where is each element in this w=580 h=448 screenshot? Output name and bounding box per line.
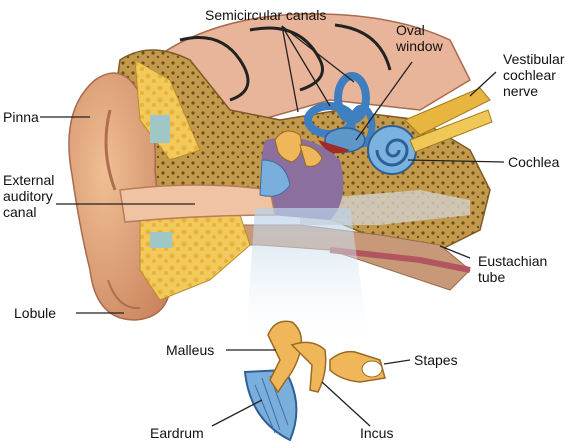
- label-cochlea: Cochlea: [508, 154, 560, 170]
- label-incus: Incus: [360, 425, 394, 441]
- leader-semicircular-1: [281, 25, 299, 113]
- leader-lines: [40, 25, 505, 427]
- label-stapes: Stapes: [414, 352, 458, 368]
- leader-oval-window: [355, 61, 413, 141]
- ossicles-in-situ: [274, 130, 323, 167]
- label-external-line2: auditory: [3, 188, 53, 204]
- label-external-line3: canal: [3, 204, 37, 220]
- cartilage-lower: [150, 232, 172, 248]
- eustachian-tube-shape: [329, 247, 471, 273]
- leader-stapes: [383, 359, 411, 365]
- label-vestibular-line2: cochlear: [503, 67, 556, 83]
- label-external-auditory-canal: External auditory canal: [3, 172, 54, 220]
- leader-incus: [321, 381, 371, 427]
- fat-lower: [139, 214, 251, 301]
- stapes-detail: [329, 350, 386, 383]
- label-eardrum: Eardrum: [150, 425, 204, 441]
- label-vestibular-line1: Vestibular: [503, 51, 565, 67]
- eardrum-in-situ: [259, 159, 291, 197]
- eardrum-detail: [243, 368, 298, 442]
- nerve-shape: [404, 87, 493, 153]
- inner-ear-labyrinth: [304, 72, 376, 154]
- leader-semicircular-2: [281, 25, 331, 107]
- label-external-line1: External: [3, 172, 55, 188]
- label-semicircular-canals: Semicircular canals: [205, 7, 327, 23]
- detail-beam: [245, 208, 370, 350]
- malleus-incus-detail: [267, 320, 327, 394]
- middle-ear-cavity: [261, 137, 344, 220]
- label-oval-window-line1: Oval: [396, 22, 425, 38]
- leader-cochlea: [407, 159, 505, 163]
- label-oval-window: Oval window: [396, 22, 443, 54]
- label-vestibular-line3: nerve: [503, 83, 539, 99]
- label-malleus: Malleus: [166, 342, 215, 358]
- label-eustachian-line1: Eustachian: [478, 253, 548, 269]
- label-pinna: Pinna: [3, 109, 39, 125]
- cochlea-shape: [367, 125, 417, 175]
- cartilage-upper: [150, 115, 170, 143]
- label-lobule: Lobule: [14, 305, 57, 321]
- leader-eardrum: [211, 399, 263, 427]
- leader-semicircular-3: [281, 25, 355, 83]
- label-oval-window-line2: window: [396, 38, 443, 54]
- label-eustachian-tube: Eustachian tube: [478, 253, 547, 285]
- leader-eustachian: [439, 245, 471, 259]
- label-vestibular-cochlear-nerve: Vestibular cochlear nerve: [503, 51, 564, 99]
- label-eustachian-line2: tube: [478, 269, 506, 285]
- leader-vestibular-nerve: [469, 71, 497, 97]
